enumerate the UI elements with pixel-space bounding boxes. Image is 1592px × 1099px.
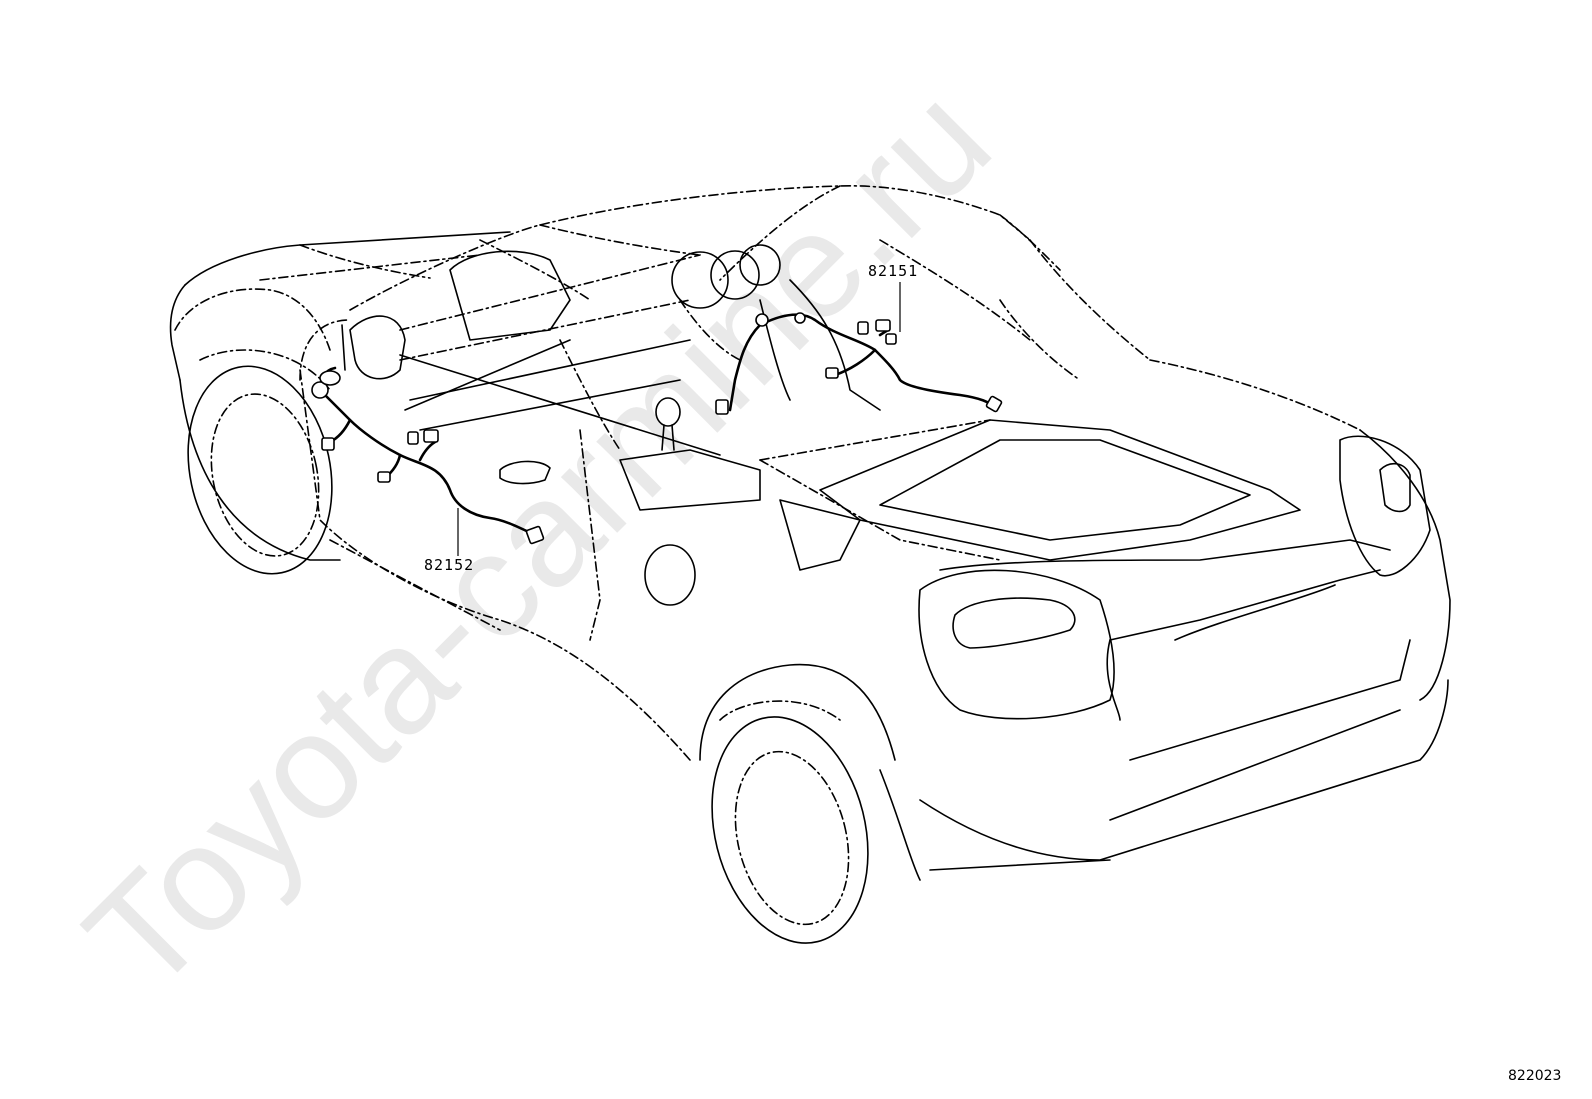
car-outline <box>169 185 1451 944</box>
connector-icon <box>715 399 729 415</box>
grommet-icon <box>319 370 341 386</box>
rear-wheel <box>187 349 333 575</box>
connector-icon <box>377 471 391 483</box>
grommet-icon <box>794 312 806 324</box>
callout-82151: 82151 <box>868 262 918 280</box>
connector-icon <box>885 333 897 345</box>
connector-icon <box>423 429 439 443</box>
side-mirror <box>341 315 406 380</box>
instrument-cluster <box>671 244 781 361</box>
connector-icon <box>875 319 891 332</box>
connector-icon <box>985 395 1003 413</box>
right-headlight <box>1339 435 1431 577</box>
callout-82152: 82152 <box>424 556 474 574</box>
connector-icon <box>525 525 545 545</box>
reference-number: 822023 <box>1508 1068 1561 1084</box>
connector-icon <box>407 431 419 445</box>
grommet-icon <box>311 381 329 399</box>
left-headlight <box>918 569 1115 720</box>
grommet-icon <box>755 313 769 327</box>
connector-icon <box>321 437 335 451</box>
connector-icon <box>825 367 839 379</box>
harness-82152: 82152 <box>311 366 545 574</box>
front-wheel <box>699 663 896 944</box>
harness-82151: 82151 <box>715 262 1003 415</box>
connector-icon <box>857 321 869 335</box>
